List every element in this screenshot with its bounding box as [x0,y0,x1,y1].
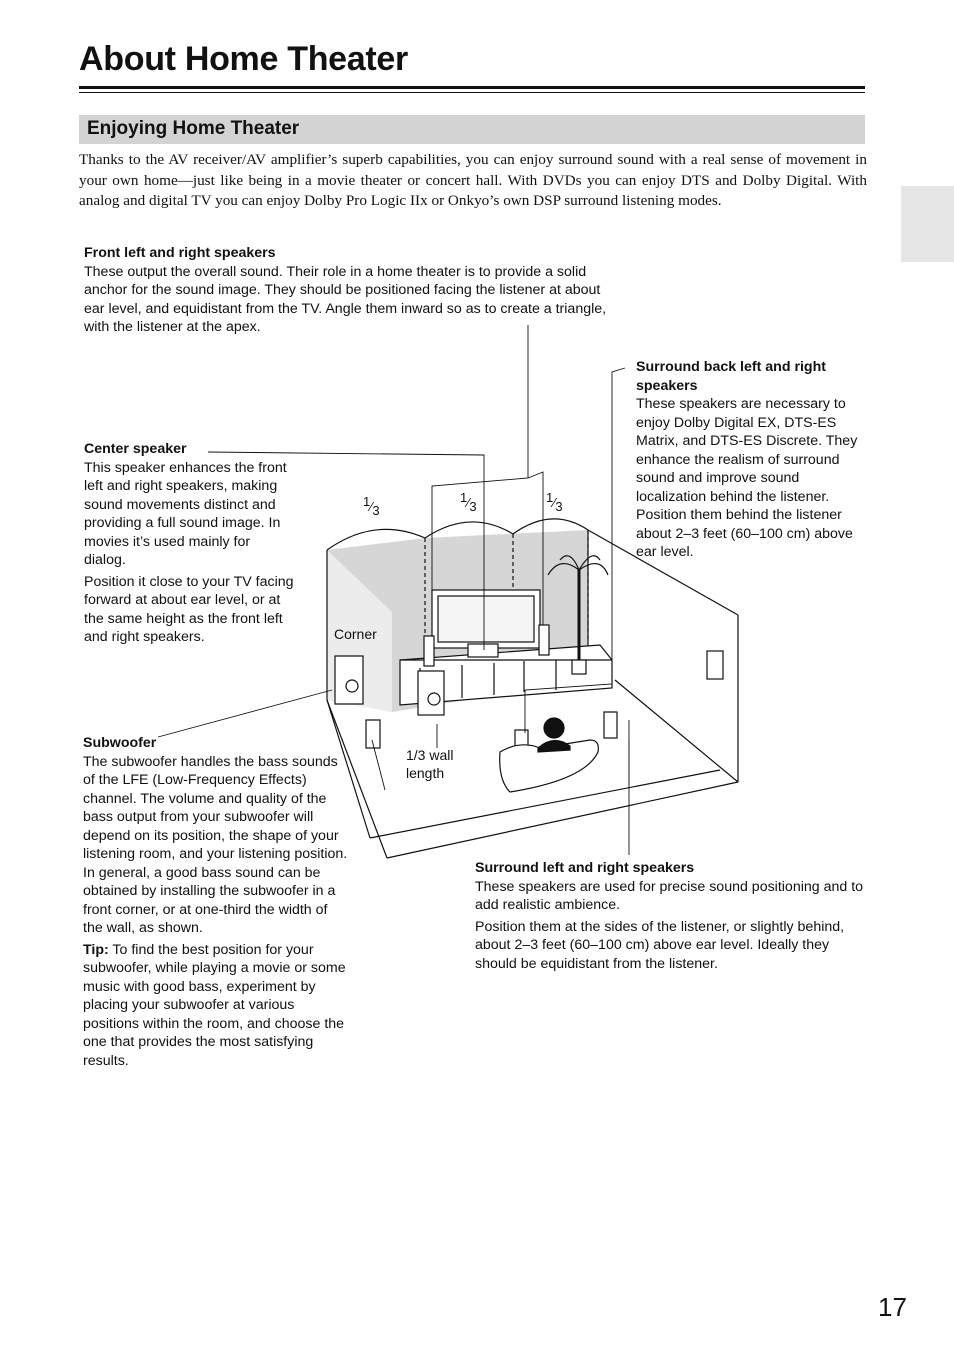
page-number: 17 [878,1292,907,1322]
fraction-middle: 1⁄3 [460,490,477,514]
subwoofer-text: The subwoofer handles the bass sounds of… [83,753,348,937]
surround-left-speaker [365,719,381,749]
surround-back-right-speaker [706,650,724,680]
surround-back-block: Surround back left and right speakers Th… [636,358,870,565]
center-speaker-heading: Center speaker [84,441,187,457]
wall-label-line1: 1/3 wall [406,747,454,763]
title-rule-thin [79,92,865,93]
center-speaker-shape [467,643,499,658]
section-title: Enjoying Home Theater [87,118,300,139]
front-speakers-text: These output the overall sound. Their ro… [84,263,607,336]
fraction-middle-den: 3 [469,499,477,514]
surround-block: Surround left and right speakers These s… [475,859,867,976]
side-tab [901,186,954,262]
surround-back-heading: Surround back left and right speakers [636,359,826,394]
fraction-right-den: 3 [555,499,563,514]
tip-label: Tip: [83,941,109,958]
title-rule-thick [79,86,865,89]
surround-back-text: These speakers are necessary to enjoy Do… [636,396,858,560]
fraction-left: 1⁄3 [363,494,380,518]
surround-text-1: These speakers are used for precise soun… [475,878,864,914]
wall-label-line2: length [406,765,445,781]
intro-paragraph: Thanks to the AV receiver/AV amplifier’s… [79,151,867,209]
front-left-speaker [423,635,435,667]
subwoofer-corner [334,655,364,705]
subwoofer-block: Subwoofer The subwoofer handles the bass… [83,734,351,1073]
fraction-middle-num: 1 [460,490,468,505]
center-speaker-block: Center speaker This speaker enhances the… [84,440,294,650]
center-speaker-text-1: This speaker enhances the front left and… [84,459,287,569]
front-speakers-heading: Front left and right speakers [84,245,276,261]
surround-heading: Surround left and right speakers [475,860,695,876]
fraction-left-den: 3 [372,503,380,518]
section-bar [79,115,865,144]
subwoofer-heading: Subwoofer [83,735,157,751]
sofa [499,739,599,793]
surround-text-2: Position them at the sides of the listen… [475,918,845,972]
tip-text: To find the best position for your subwo… [83,941,346,1069]
front-speakers-block: Front left and right speakers These outp… [84,244,614,340]
center-speaker-text-2: Position it close to your TV facing forw… [84,573,294,646]
subwoofer-tip: Tip: To find the best position for your … [83,941,351,1071]
fraction-right-num: 1 [546,490,554,505]
corner-label: Corner [334,626,377,642]
surround-right-speaker [603,711,618,739]
fraction-right: 1⁄3 [546,490,563,514]
fraction-left-num: 1 [363,494,371,509]
listener-head [543,717,565,739]
subwoofer-third [417,670,445,716]
front-right-speaker [538,624,550,656]
page-title: About Home Theater [79,40,408,78]
